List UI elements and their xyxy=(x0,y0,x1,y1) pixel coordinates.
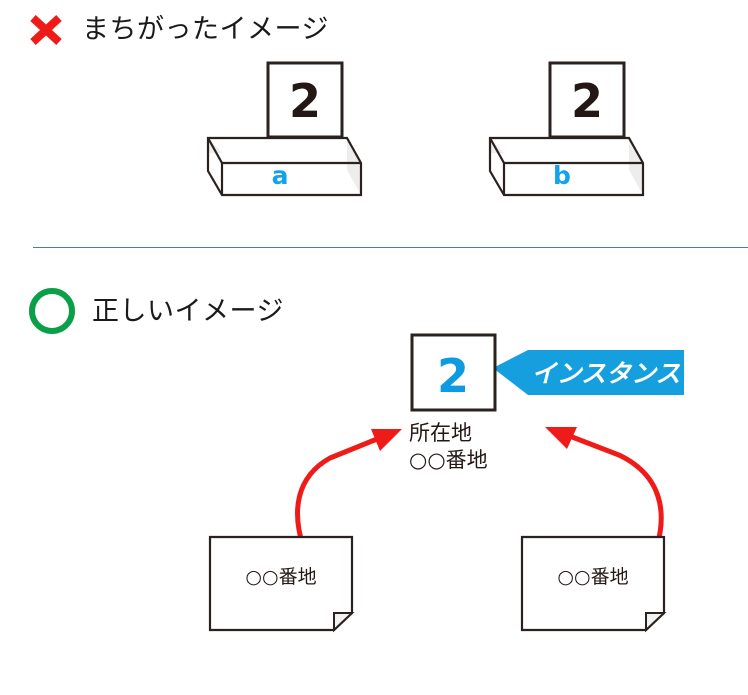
address-title: 所在地 xyxy=(409,421,472,445)
wrong-tile-b-value: 2 xyxy=(571,74,603,128)
correct-box-b: b ○○番地 xyxy=(520,535,667,633)
box-letter-a: a xyxy=(272,161,289,190)
instance-banner-label: インスタンス xyxy=(531,359,680,388)
instance-callout: インスタンス 2 xyxy=(410,333,684,412)
address-value: ○○番地 xyxy=(409,448,488,473)
wrong-section-label: まちがったイメージ xyxy=(82,13,329,45)
instance-banner-shape xyxy=(493,350,684,395)
correct-box-a: a ○○番地 xyxy=(208,535,355,633)
cross-mark-icon xyxy=(30,15,62,45)
circle-mark-icon xyxy=(29,288,75,334)
red-arrow-left xyxy=(295,429,402,549)
wrong-box-a: a 2 xyxy=(206,61,363,197)
card-text-b: ○○番地 xyxy=(557,566,628,588)
card-text-a: ○○番地 xyxy=(245,566,316,588)
box-letter-b: b xyxy=(553,161,571,190)
address-block: 所在地 ○○番地 xyxy=(409,420,488,475)
wrong-box-b: b 2 xyxy=(488,61,645,197)
section-divider xyxy=(33,247,748,248)
correct-section-label: 正しいイメージ xyxy=(92,295,284,327)
wrong-section-heading: まちがったイメージ xyxy=(22,8,329,50)
instance-tile-value: 2 xyxy=(437,349,469,403)
wrong-tile-a-value: 2 xyxy=(289,74,321,128)
correct-section-heading: 正しいイメージ xyxy=(26,285,284,337)
red-arrow-right xyxy=(545,427,664,549)
